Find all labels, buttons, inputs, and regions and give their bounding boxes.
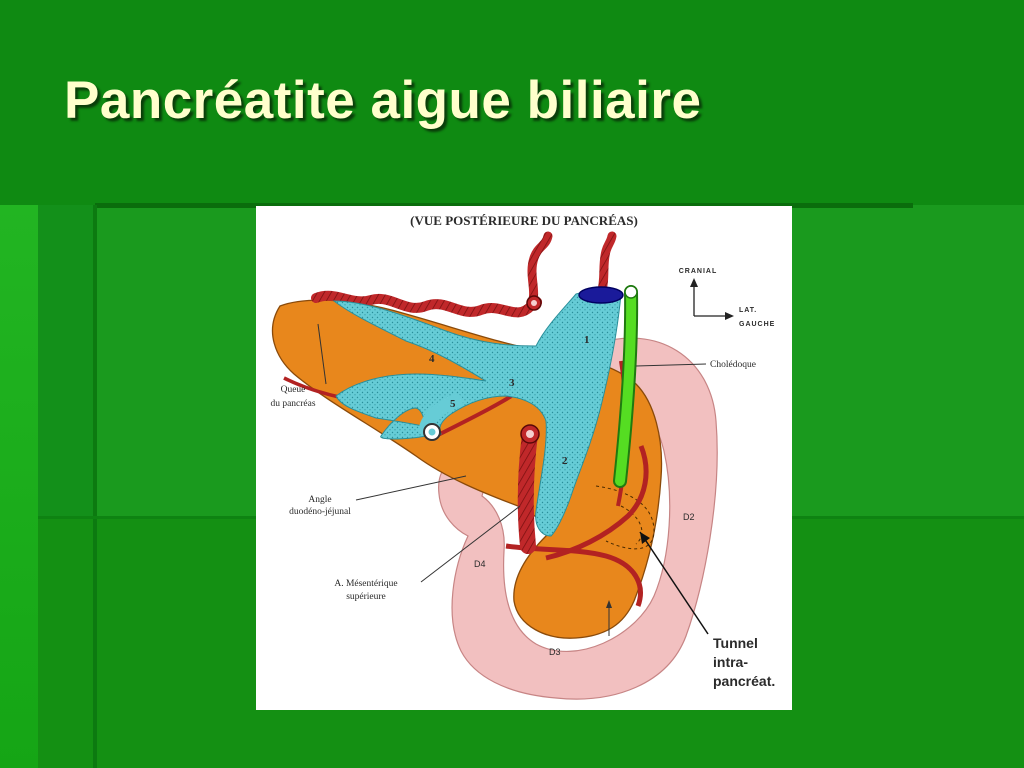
label-angle-2: duodéno-jéjunal	[289, 507, 351, 517]
leader-mesenterique	[420, 505, 521, 583]
tunnel-outline	[595, 485, 655, 550]
label-d3: D3	[549, 647, 561, 657]
artery-lumen-top	[531, 300, 537, 306]
label-queue-2: du pancréas	[270, 399, 315, 409]
sma-lumen	[526, 430, 534, 438]
number-5: 5	[450, 398, 456, 410]
compass-right-arrowhead	[725, 312, 734, 320]
label-tunnel-2: intra-	[713, 654, 748, 670]
pancreaticoduodenal-artery-upper	[545, 445, 649, 561]
leader-d3-arrowhead	[606, 600, 612, 608]
leader-choledoque	[635, 363, 707, 367]
splenic-artery-branch	[526, 231, 553, 311]
compass-gauche-label: GAUCHE	[739, 321, 775, 328]
label-d4: D4	[474, 559, 486, 569]
duodenum-shape	[438, 337, 718, 700]
slide-vertical-line	[93, 205, 97, 768]
bile-duct-opening	[624, 285, 638, 299]
vein-lumen-left	[428, 428, 436, 436]
compass-lat-label: LAT.	[739, 307, 757, 314]
leader-tunnel	[639, 531, 709, 635]
label-angle-1: Angle	[308, 495, 331, 505]
number-2: 2	[562, 455, 568, 467]
orientation-compass: CRANIAL LAT. GAUCHE	[679, 268, 775, 328]
number-3: 3	[509, 377, 515, 389]
artery-top-right	[596, 231, 617, 301]
label-queue-1: Queue	[281, 385, 306, 395]
number-1: 1	[584, 334, 590, 346]
label-mesenterique-2: supérieure	[346, 592, 386, 602]
slide-divider-line	[95, 203, 913, 208]
figure-header: (VUE POSTÉRIEURE DU PANCRÉAS)	[410, 213, 638, 228]
leader-tunnel-arrowhead	[640, 532, 650, 544]
portal-vein-opening	[578, 286, 624, 304]
label-tunnel-3: pancréat.	[713, 673, 775, 689]
number-4: 4	[429, 353, 435, 365]
leader-angle	[355, 475, 467, 501]
leader-queue	[317, 323, 327, 385]
slide-title-band	[0, 0, 1024, 205]
bile-duct	[615, 287, 637, 486]
label-d2: D2	[683, 512, 695, 522]
superior-mesenteric-artery	[517, 426, 538, 554]
slide-left-bar	[0, 205, 38, 768]
compass-up-arrowhead	[690, 278, 698, 287]
label-mesenterique-1: A. Mésentérique	[334, 579, 397, 589]
slide-title: Pancréatite aigue biliaire	[64, 71, 702, 130]
anatomy-figure: (VUE POSTÉRIEURE DU PANCRÉAS) CRANIAL LA…	[256, 206, 792, 710]
label-tunnel-1: Tunnel	[713, 635, 758, 651]
label-choledoque: Cholédoque	[710, 360, 756, 370]
compass-cranial-label: CRANIAL	[679, 268, 718, 275]
pancreas-diagram: (VUE POSTÉRIEURE DU PANCRÉAS) CRANIAL LA…	[270, 213, 775, 700]
